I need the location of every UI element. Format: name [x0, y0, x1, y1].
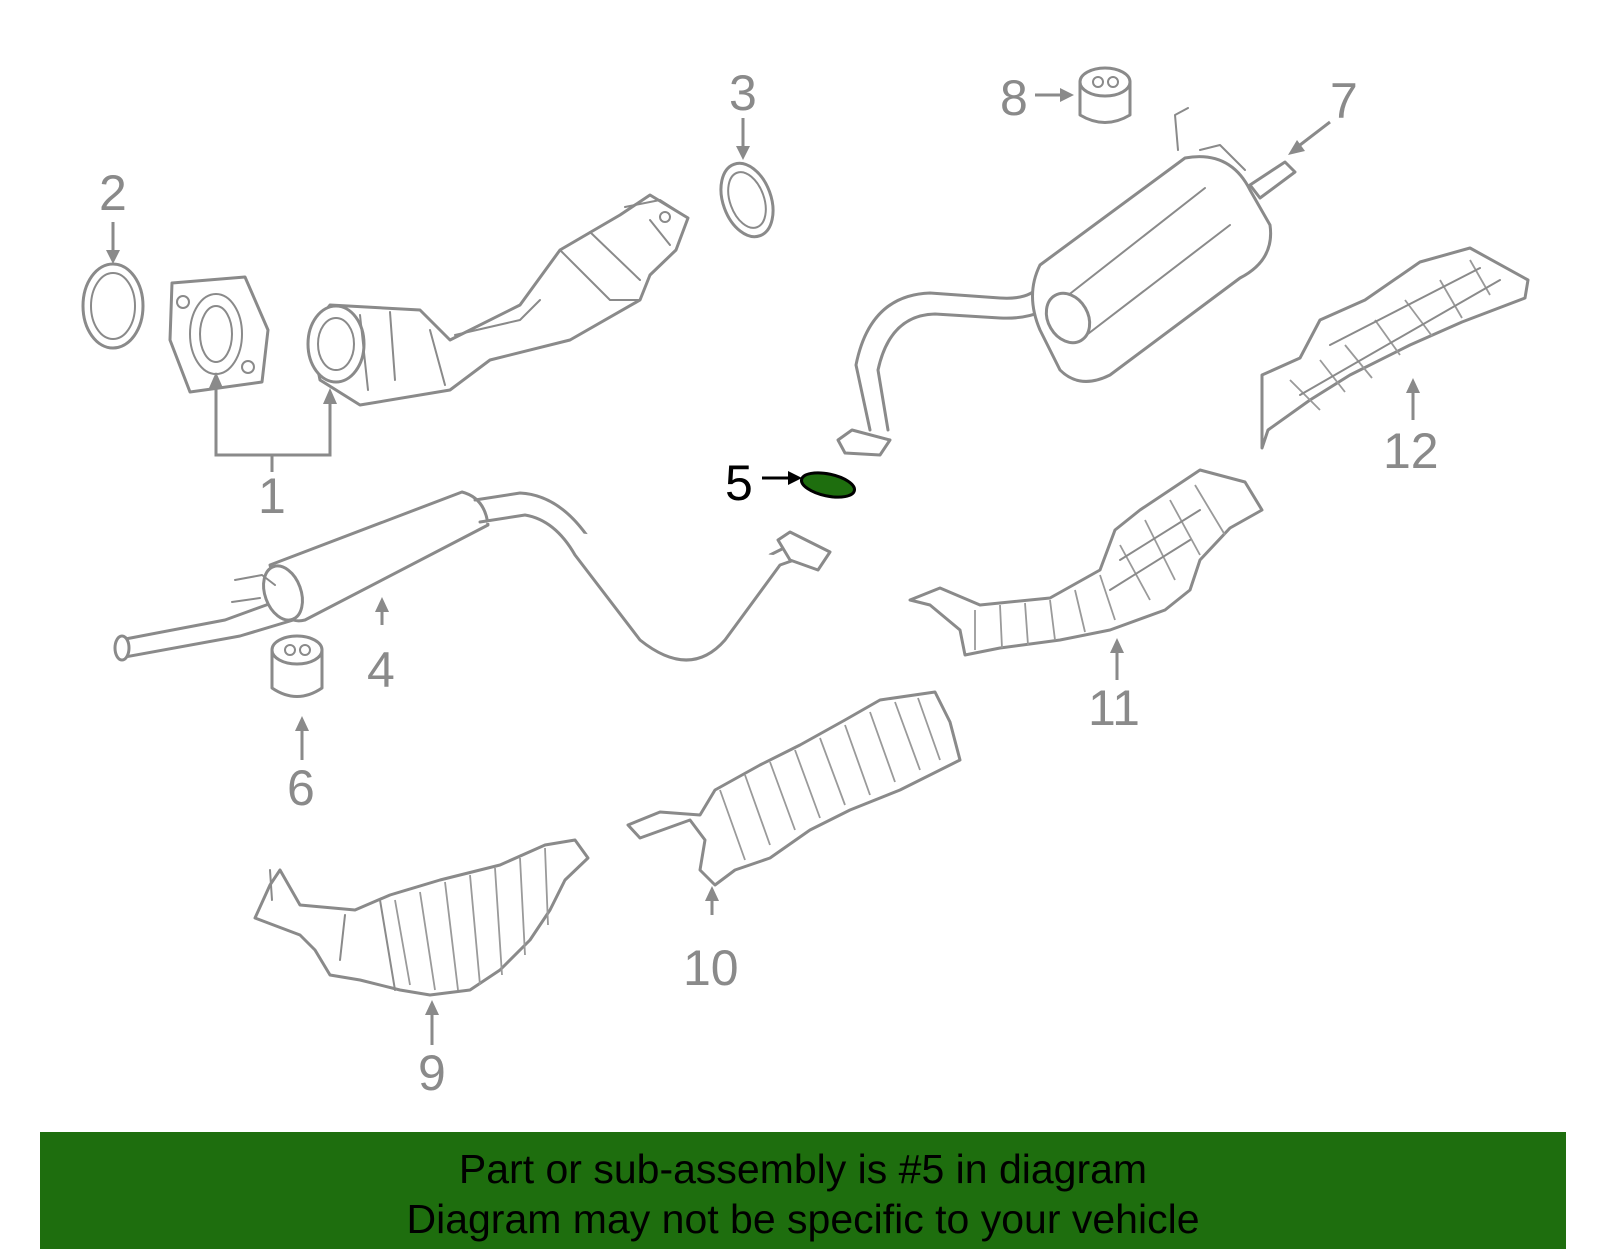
part-1-converter[interactable]: [306, 193, 690, 407]
callout-6: 6: [287, 760, 315, 816]
callout-12: 12: [1383, 423, 1439, 479]
callout-7: 7: [1330, 73, 1358, 129]
part-3-gasket[interactable]: [711, 156, 782, 244]
callout-4: 4: [367, 642, 395, 698]
callout-8: 8: [1000, 70, 1028, 126]
leader-7: [1299, 120, 1331, 147]
part-1-flange[interactable]: [168, 275, 270, 394]
callout-9: 9: [418, 1045, 446, 1101]
callout-2: 2: [99, 165, 127, 221]
banner-line-1: Part or sub-assembly is #5 in diagram: [458, 1146, 1148, 1192]
part-5-gasket[interactable]: [799, 469, 857, 502]
part-11-heat-shield[interactable]: [908, 468, 1264, 657]
leader-lines: [106, 88, 1420, 1045]
callout-10: 10: [683, 940, 739, 996]
part-8-insulator[interactable]: [1078, 66, 1132, 124]
callout-3: 3: [729, 65, 757, 121]
leader-1: [214, 382, 332, 472]
part-10-heat-shield[interactable]: [626, 690, 962, 887]
part-9-heat-shield[interactable]: [253, 838, 590, 997]
callout-5: 5: [725, 455, 753, 511]
part-4-pipe-assembly[interactable]: [113, 490, 832, 662]
callout-11: 11: [1088, 680, 1140, 736]
part-6-insulator[interactable]: [270, 634, 324, 698]
part-2-gasket[interactable]: [81, 262, 145, 350]
part-12-heat-shield[interactable]: [1260, 246, 1530, 450]
part-7-muffler[interactable]: [836, 107, 1297, 457]
banner-line-2: Diagram may not be specific to your vehi…: [406, 1196, 1200, 1242]
callout-1: 1: [258, 468, 286, 524]
part-info-banner: Part or sub-assembly is #5 in diagram Di…: [40, 1132, 1566, 1249]
